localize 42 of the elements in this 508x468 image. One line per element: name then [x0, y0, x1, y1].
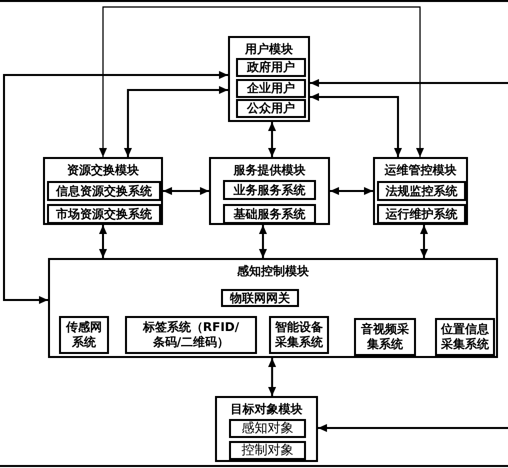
module-title: 资源交换模块	[66, 162, 140, 179]
system-box: 音视频采集系统	[354, 318, 416, 356]
module-box	[215, 396, 318, 462]
module-box	[43, 157, 163, 225]
system-box: 运行维护系统	[377, 204, 466, 224]
module-title: 感知控制模块	[236, 263, 310, 280]
system-box: 企业用户	[236, 79, 306, 98]
system-box: 法规监控系统	[377, 181, 466, 201]
system-box: 基础服务系统	[223, 204, 316, 224]
module-box	[373, 157, 468, 225]
system-box: 标签系统（RFID/条码/二维码）	[125, 316, 257, 354]
module-title: 服务提供模块	[232, 162, 306, 179]
arrow	[163, 187, 209, 195]
arrow	[3, 70, 228, 304]
arrow	[310, 92, 402, 157]
system-box: 公众用户	[236, 99, 306, 118]
arrow	[99, 6, 424, 157]
module-box	[209, 157, 330, 225]
arrow	[318, 424, 508, 432]
system-box: 控制对象	[229, 441, 306, 460]
system-box: 位置信息采集系统	[435, 318, 495, 356]
arrow	[268, 358, 276, 396]
module-box	[228, 36, 310, 122]
module-box	[48, 258, 498, 358]
module-title: 用户模块	[244, 41, 294, 58]
system-box: 业务服务系统	[223, 180, 316, 200]
system-box: 市场资源交换系统	[47, 204, 161, 224]
system-box: 政府用户	[236, 58, 306, 77]
system-box: 物联网网关	[221, 289, 299, 307]
arrow	[99, 225, 107, 258]
arrow	[124, 86, 228, 157]
arrow	[420, 225, 428, 258]
module-title: 目标对象模块	[230, 401, 304, 418]
arrow	[268, 122, 276, 157]
arrow	[258, 225, 267, 258]
system-box: 信息资源交换系统	[47, 181, 161, 201]
arrow	[330, 187, 373, 195]
system-box: 智能设备采集系统	[269, 316, 329, 354]
module-title: 运维管控模块	[384, 162, 458, 179]
system-box: 传感网系统	[59, 316, 109, 354]
arrow	[310, 79, 508, 88]
system-box: 感知对象	[229, 419, 306, 438]
